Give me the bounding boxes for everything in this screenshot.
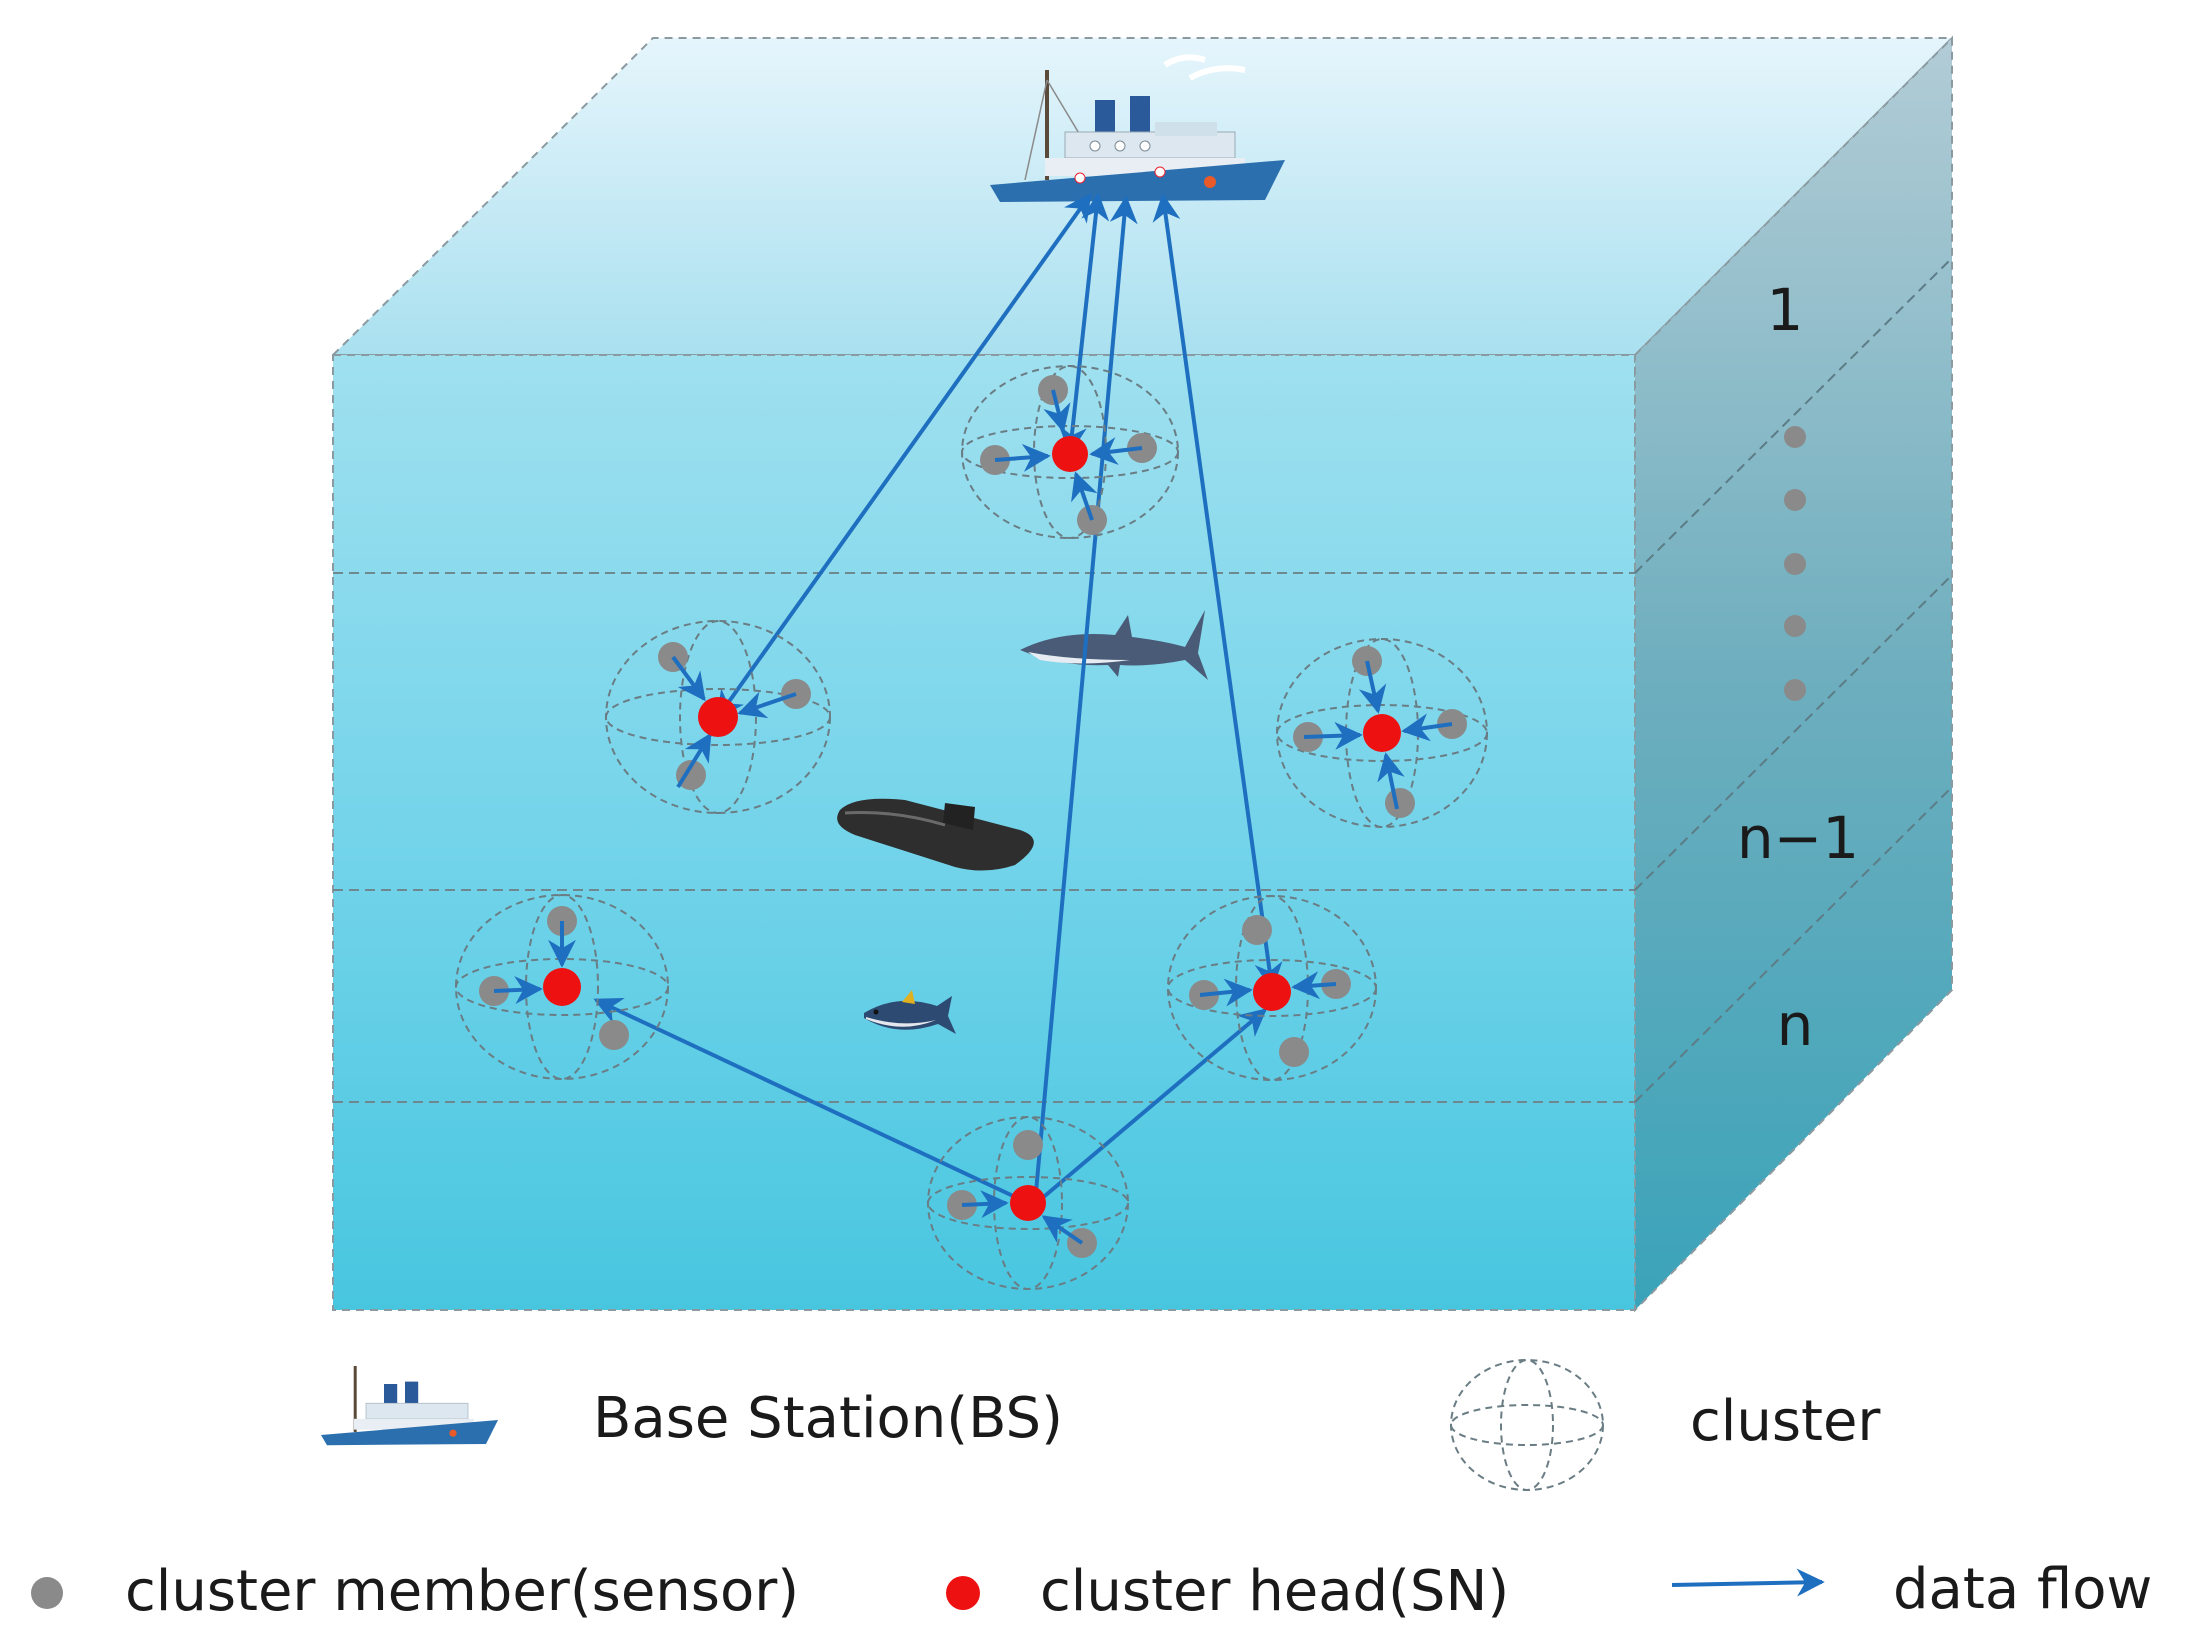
ship-icon bbox=[321, 1366, 498, 1446]
cluster-head-dot bbox=[1253, 973, 1291, 1011]
cluster-right bbox=[1276, 638, 1488, 828]
tuna-icon bbox=[864, 990, 956, 1034]
data-flow-links bbox=[593, 192, 1283, 1205]
data-flow-arrow-icon bbox=[1671, 1568, 1825, 1597]
layer-divider bbox=[1634, 257, 1953, 574]
legend-data-flow-label: data flow bbox=[1893, 1557, 2152, 1622]
legend-cluster-member: cluster member(sensor) bbox=[31, 1559, 799, 1624]
legend-cluster: cluster bbox=[1450, 1359, 1881, 1491]
data-flow-arrow bbox=[593, 998, 1029, 1205]
layer-label-mid: n−1 bbox=[1737, 804, 1859, 872]
cluster-head-dot-icon bbox=[946, 1576, 980, 1610]
cluster-member-dot bbox=[1385, 788, 1415, 818]
cluster-lower-right bbox=[1167, 895, 1377, 1081]
legend-cluster-head: cluster head(SN) bbox=[946, 1559, 1509, 1624]
cluster-member-dot bbox=[1242, 915, 1272, 945]
legend-cluster-label: cluster bbox=[1690, 1389, 1881, 1454]
legend-cluster-member-label: cluster member(sensor) bbox=[125, 1559, 799, 1624]
data-flow-arrow bbox=[1038, 1008, 1268, 1202]
cluster-bottom bbox=[927, 1116, 1129, 1290]
cluster-head-dot bbox=[543, 968, 581, 1006]
layer-divider bbox=[1634, 574, 1953, 891]
cluster-top bbox=[961, 365, 1179, 539]
cube-side-face bbox=[1634, 35, 1953, 1313]
layer-label-bottom: n bbox=[1777, 991, 1814, 1059]
cluster-member-dot bbox=[1013, 1130, 1043, 1160]
water-cube bbox=[330, 35, 1955, 1313]
layer-label-top: 1 bbox=[1767, 276, 1804, 344]
legend-data-flow: data flow bbox=[1671, 1557, 2152, 1622]
cluster-member-dot bbox=[1279, 1037, 1309, 1067]
cluster-head-dot bbox=[1052, 436, 1088, 472]
data-flow-arrow bbox=[716, 192, 1092, 720]
cluster-lower-left bbox=[455, 894, 669, 1080]
ship-icon bbox=[990, 54, 1285, 202]
legend-cluster-head-label: cluster head(SN) bbox=[1040, 1559, 1509, 1624]
data-flow-arrow bbox=[1152, 193, 1283, 991]
submarine-icon bbox=[837, 798, 1034, 871]
legend-base-station-label: Base Station(BS) bbox=[593, 1386, 1063, 1451]
layer-divider bbox=[1634, 786, 1953, 1103]
cluster-left bbox=[605, 620, 831, 814]
layer-ellipsis-dots bbox=[1784, 426, 1806, 701]
cluster-head-dot bbox=[1010, 1185, 1046, 1221]
cluster-head-dot bbox=[1363, 714, 1401, 752]
cluster-icon bbox=[1450, 1359, 1604, 1491]
cluster-head-dot bbox=[698, 697, 738, 737]
cluster-member-dot bbox=[676, 760, 706, 790]
data-flow-arrow bbox=[1058, 192, 1110, 455]
cluster-member-dot bbox=[599, 1020, 629, 1050]
cluster-member-dot-icon bbox=[31, 1577, 63, 1609]
legend-base-station: Base Station(BS) bbox=[321, 1366, 1063, 1451]
